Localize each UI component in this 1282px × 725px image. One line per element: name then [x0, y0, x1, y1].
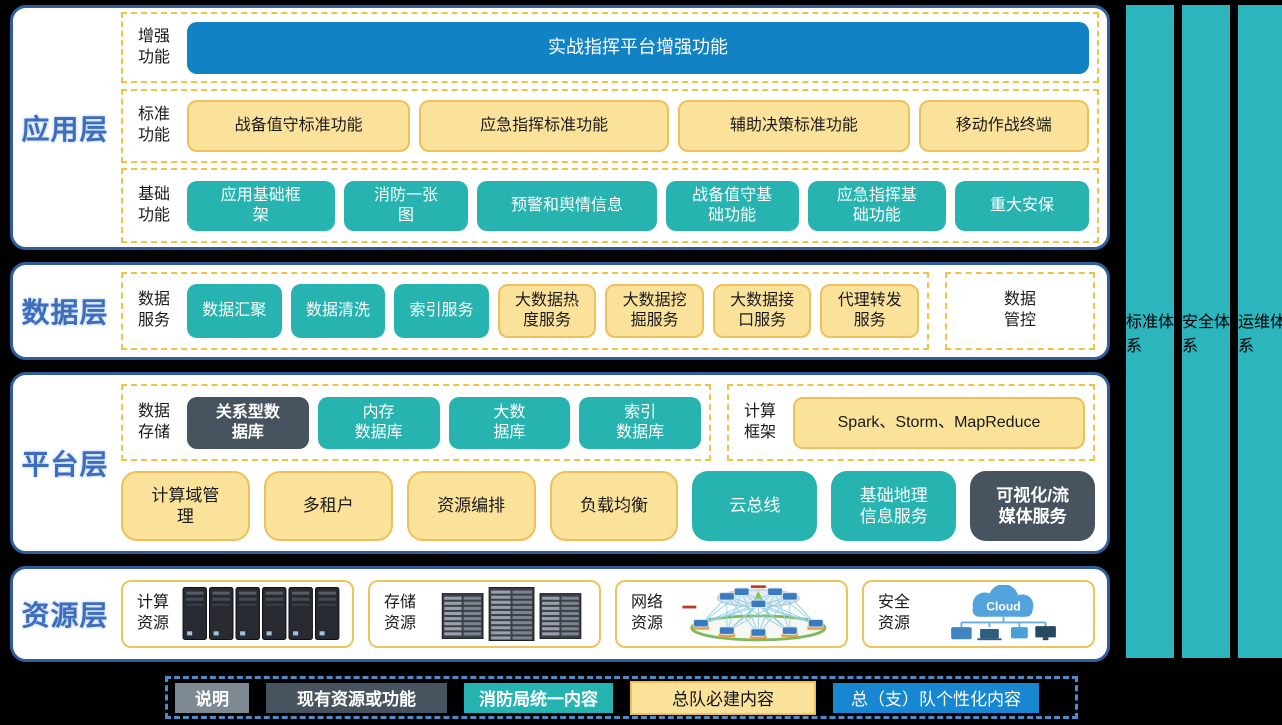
layer-content: 数据 服务数据汇聚数据清洗索引服务大数据热 度服务大数据挖 掘服务大数据接 口服…: [117, 265, 1107, 357]
group-label: 基础 功能: [137, 185, 170, 224]
dashed-group: 基础 功能应用基础框 架消防一张 图预警和舆情信息战备值守基 础功能应急指挥基 …: [121, 168, 1099, 243]
layer-title: 资源层: [21, 600, 109, 631]
svg-text:Cloud: Cloud: [986, 599, 1020, 613]
dashed-group: 增强 功能实战指挥平台增强功能: [121, 12, 1099, 83]
feature-box: 索引 数据库: [579, 396, 701, 449]
app-layer-panel: 应用层增强 功能实战指挥平台增强功能标准 功能战备值守标准功能应急指挥标准功能辅…: [10, 5, 1110, 250]
resource-item: 存储 资源: [368, 580, 601, 648]
resource-item: 计算 资源: [121, 580, 354, 648]
legend-item-detachment-custom: 总（支）队个性化内容: [833, 682, 1039, 713]
layer-title: 数据层: [21, 297, 109, 328]
resource-label: 存储 资源: [383, 594, 416, 632]
layer-content: 计算 资源 存储 资源 网络 资源 安全 资源 Cloud: [117, 569, 1107, 659]
feature-box: 辅助决策标准功能: [678, 100, 910, 152]
feature-box: 应用基础框 架: [187, 180, 335, 231]
box-row: 关系型数 据库内存 数据库大数 据库索引 数据库: [187, 386, 701, 459]
resource-label: 安全 资源: [877, 594, 910, 632]
feature-box: 索引服务: [394, 284, 489, 338]
legend-title: 说明: [175, 682, 249, 713]
feature-box: 战备值守基 础功能: [665, 180, 799, 231]
dashed-group: 计算 框架 Spark、Storm、MapReduce: [727, 384, 1095, 461]
box-row: 数据汇聚数据清洗索引服务大数据热 度服务大数据挖 掘服务大数据接 口服务代理转发…: [187, 274, 920, 348]
legend-item-existing: 现有资源或功能: [266, 682, 447, 713]
feature-box: 大数据挖 掘服务: [605, 284, 704, 338]
box-row: 实战指挥平台增强功能: [187, 14, 1089, 81]
group-label: 数据 服务: [137, 291, 170, 329]
box-row: 应用基础框 架消防一张 图预警和舆情信息战备值守基 础功能应急指挥基 础功能重大…: [187, 170, 1090, 241]
feature-box: 计算域管 理: [121, 471, 250, 541]
layer-title: 平台层: [21, 449, 109, 480]
dashed-group: 标准 功能战备值守标准功能应急指挥标准功能辅助决策标准功能移动作战终端: [121, 89, 1099, 163]
legend: 说明现有资源或功能消防局统一内容总队必建内容总（支）队个性化内容: [165, 676, 1078, 719]
feature-box: 实战指挥平台增强功能: [187, 21, 1089, 74]
feature-box: 应急指挥标准功能: [419, 100, 670, 152]
feature-box: 基础地理 信息服务: [831, 471, 957, 541]
platform-row2: 计算域管 理多租户资源编排负载均衡云总线基础地理 信息服务可视化/流 媒体服务: [121, 469, 1096, 543]
resource-label: 网络 资源: [630, 594, 663, 632]
dashed-group: 数据 服务数据汇聚数据清洗索引服务大数据热 度服务大数据挖 掘服务大数据接 口服…: [121, 272, 929, 350]
feature-box: 数据清洗: [290, 284, 386, 338]
resource-label: 计算 资源: [136, 594, 169, 632]
feature-box: 消防一张 图: [343, 180, 469, 231]
feature-box: 移动作战终端: [918, 100, 1089, 152]
feature-box: 应急指挥基 础功能: [807, 180, 947, 231]
group-label: 计算 框架: [743, 402, 776, 441]
side-bar-security-system: 安全体系: [1182, 5, 1230, 658]
feature-box: 数据汇聚: [187, 284, 282, 338]
box-row: 战备值守标准功能应急指挥标准功能辅助决策标准功能移动作战终端: [187, 91, 1089, 161]
resource-item: 安全 资源 Cloud: [862, 580, 1095, 648]
servers-icon: [181, 585, 344, 643]
feature-box: Spark、Storm、MapReduce: [793, 396, 1085, 449]
resource-layer-panel: 资源层计算 资源 存储 资源 网络 资源 安全 资源 Cloud: [10, 566, 1110, 662]
dashed-group: 数据 管控: [945, 272, 1095, 350]
side-bar-operations-system: 运维体系: [1238, 5, 1282, 658]
feature-box: 资源编排: [406, 471, 536, 541]
side-bar-standards-system: 标准体系: [1126, 5, 1174, 658]
storage-icon: [428, 585, 591, 643]
feature-box: 负载均衡: [549, 471, 679, 541]
feature-box: 战备值守标准功能: [187, 100, 411, 152]
resource-item: 网络 资源: [615, 580, 848, 648]
feature-box: 大数据接 口服务: [712, 284, 812, 338]
group-label: 数据 管控: [1003, 291, 1036, 329]
legend-item-bureau-unified: 消防局统一内容: [464, 682, 613, 713]
layer-content: 增强 功能实战指挥平台增强功能标准 功能战备值守标准功能应急指挥标准功能辅助决策…: [117, 8, 1107, 247]
feature-box: 云总线: [692, 471, 818, 541]
network-icon: [675, 585, 838, 643]
feature-box: 大数 据库: [448, 396, 571, 449]
feature-box: 重大安保: [955, 180, 1090, 231]
resource-row: 计算 资源 存储 资源 网络 资源 安全 资源 Cloud: [121, 580, 1095, 648]
box-row: Spark、Storm、MapReduce: [793, 386, 1085, 459]
feature-box: 内存 数据库: [317, 396, 440, 449]
group-label: 增强 功能: [137, 27, 170, 66]
data-layer-panel: 数据层数据 服务数据汇聚数据清洗索引服务大数据热 度服务大数据挖 掘服务大数据接…: [10, 262, 1110, 360]
feature-box: 关系型数 据库: [187, 396, 309, 449]
group-label: 数据 存储: [137, 402, 170, 441]
feature-box: 预警和舆情信息: [477, 180, 657, 231]
layer-title: 应用层: [21, 113, 109, 145]
legend-item-corps-required: 总队必建内容: [630, 680, 816, 715]
cloud-icon: Cloud: [922, 584, 1085, 643]
feature-box: 代理转发 服务: [820, 284, 920, 338]
feature-box: 大数据热 度服务: [497, 284, 597, 338]
feature-box: 可视化/流 媒体服务: [970, 471, 1096, 541]
dashed-group: 数据 存储关系型数 据库内存 数据库大数 据库索引 数据库: [121, 384, 711, 461]
feature-box: 多租户: [263, 471, 393, 541]
group-label: 标准 功能: [137, 106, 170, 144]
